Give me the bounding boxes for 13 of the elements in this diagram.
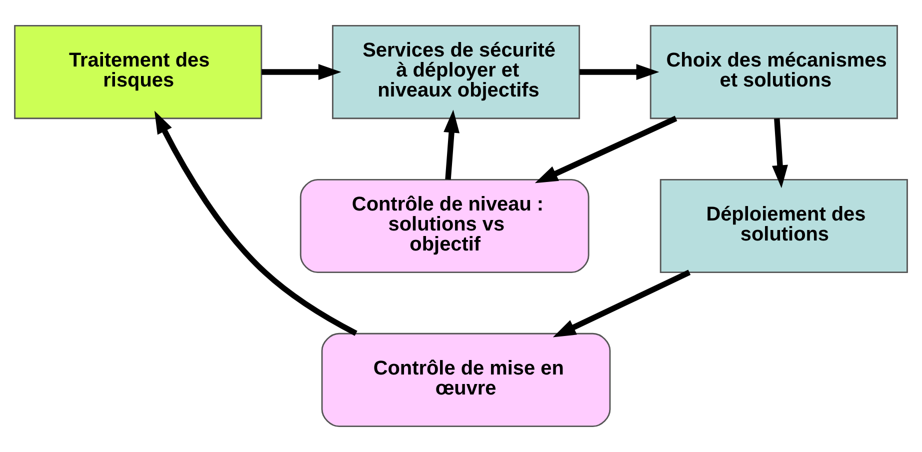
node-box: Choix des mécanismes et solutions	[650, 24, 898, 120]
arrow	[552, 270, 691, 338]
node-box: Contrôle de mise en œuvre	[321, 332, 611, 428]
arrow	[444, 110, 460, 180]
arrow	[262, 64, 342, 80]
node-box: Traitement des risques	[14, 24, 262, 120]
arrow	[772, 118, 788, 188]
arrow	[154, 110, 358, 336]
arrow	[580, 64, 660, 80]
node-box: Déploiement des solutions	[660, 178, 908, 274]
arrow	[534, 116, 678, 184]
node-box: Contrôle de niveau : solutions vs objectif	[300, 178, 590, 274]
node-box: Services de sécurité à déployer et niveaux objectifs	[332, 24, 580, 120]
